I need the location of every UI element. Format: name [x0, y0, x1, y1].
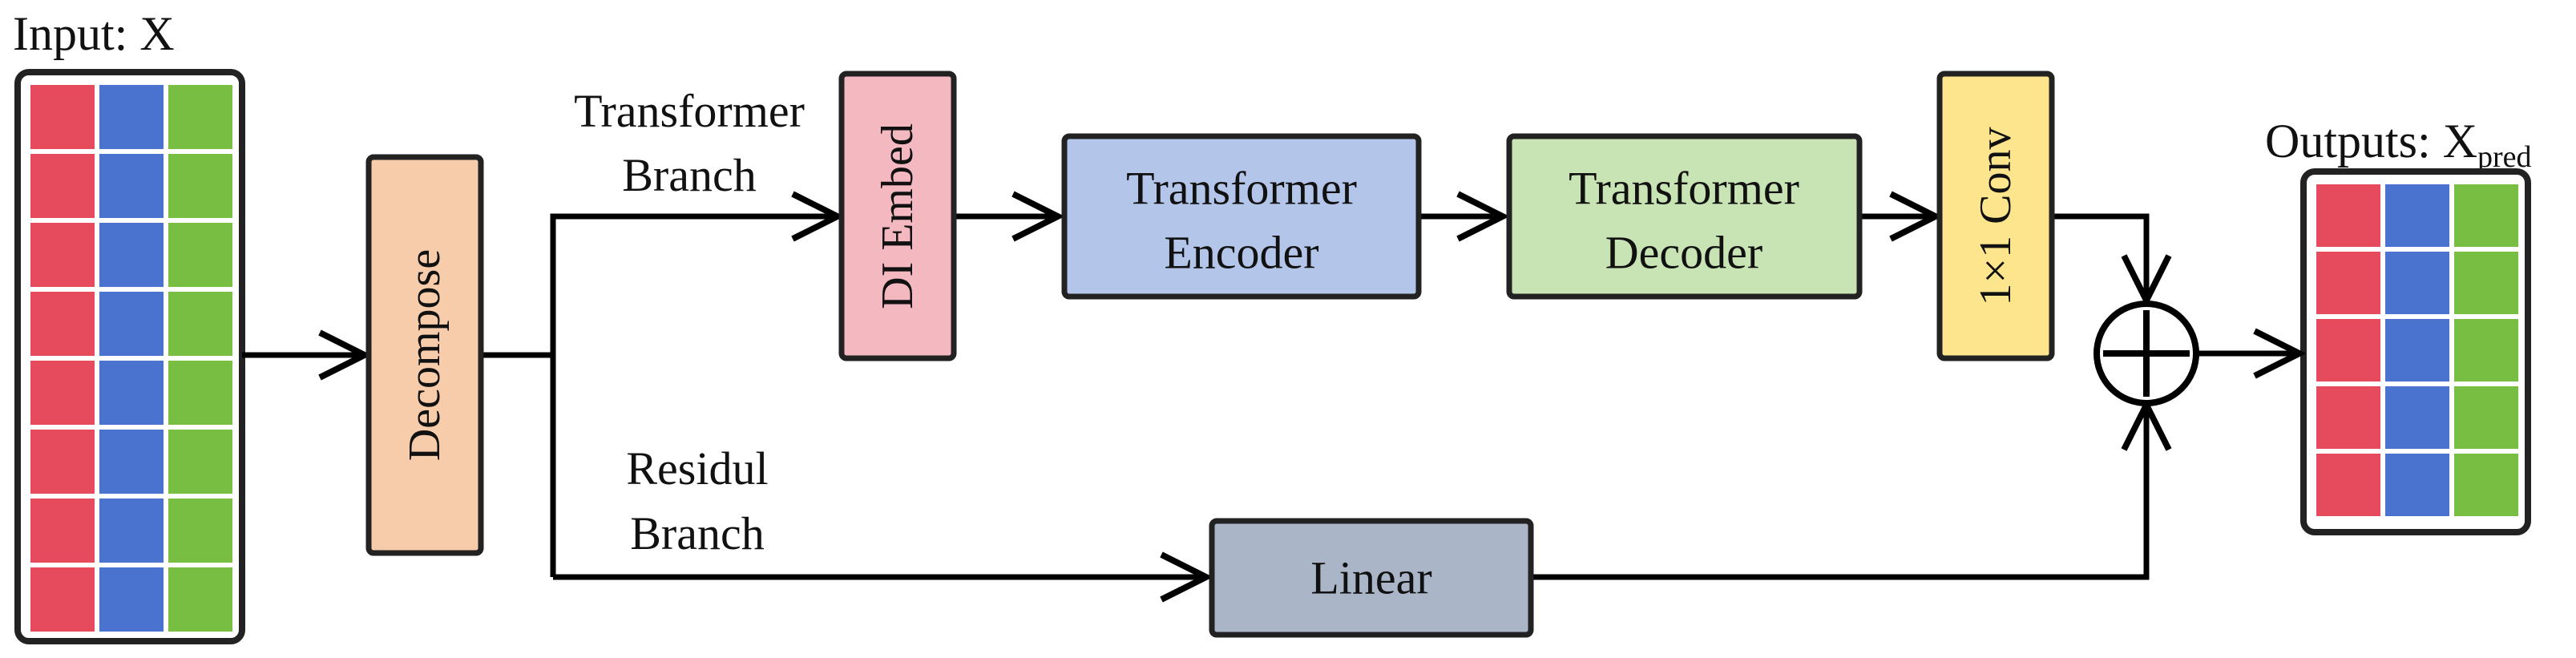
transformer-branch-label-line2: Branch: [622, 149, 757, 201]
input-matrix-cell: [168, 223, 232, 287]
input-matrix-cell: [30, 292, 95, 356]
transformer-branch-label-line1: Transformer: [574, 85, 805, 137]
output-matrix-cell: [2454, 319, 2518, 381]
input-label: Input: X: [13, 7, 175, 60]
input-matrix-cell: [30, 154, 95, 218]
decoder-label-line2: Decoder: [1605, 227, 1762, 279]
conv-block: 1×1 Conv: [1936, 71, 2055, 361]
output-matrix-cell: [2385, 319, 2449, 381]
wire-linear-sum: [1531, 405, 2146, 580]
input-matrix-cell: [168, 154, 232, 218]
residual-branch-label-line2: Branch: [630, 507, 765, 559]
input-matrix: [14, 69, 245, 644]
input-matrix-cell: [99, 85, 164, 149]
input-matrix-cell: [30, 567, 95, 632]
input-matrix-cell: [30, 499, 95, 563]
input-matrix-cell: [168, 430, 232, 494]
output-matrix-cell: [2385, 252, 2449, 314]
output-matrix-cell: [2454, 184, 2518, 247]
transformer-encoder-block: Transformer Encoder: [1061, 133, 1422, 300]
decompose-label: Decompose: [400, 249, 450, 461]
output-label: Outputs: Xpred: [2265, 115, 2532, 174]
decoder-label-line1: Transformer: [1569, 163, 1799, 215]
output-matrix-cell: [2316, 184, 2380, 247]
output-matrix-cell: [2454, 454, 2518, 516]
input-matrix-cell: [30, 430, 95, 494]
output-matrix: [2300, 168, 2531, 535]
output-matrix-cell: [2316, 319, 2380, 381]
input-matrix-cell: [168, 499, 232, 563]
di-embed-label: DI Embed: [873, 123, 923, 309]
connections: [242, 216, 2299, 577]
output-matrix-cell: [2385, 184, 2449, 247]
input-matrix-cell: [99, 567, 164, 632]
wire-transformer-branch: [550, 216, 838, 577]
input-matrix-cell: [99, 361, 164, 425]
output-matrix-cell: [2316, 454, 2380, 516]
encoder-label-line1: Transformer: [1126, 163, 1357, 215]
input-matrix-cell: [99, 223, 164, 287]
input-matrix-cell: [99, 292, 164, 356]
output-matrix-cell: [2316, 386, 2380, 449]
output-matrix-cell: [2454, 252, 2518, 314]
input-matrix-cell: [168, 567, 232, 632]
output-matrix-cell: [2316, 252, 2380, 314]
input-matrix-cell: [99, 499, 164, 563]
encoder-label-line2: Encoder: [1164, 227, 1318, 279]
wire-conv-sum: [2052, 213, 2146, 301]
input-matrix-cell: [99, 430, 164, 494]
decompose-block: Decompose: [365, 154, 484, 556]
output-matrix-cell: [2385, 454, 2449, 516]
linear-label: Linear: [1310, 552, 1431, 604]
residual-branch-label-line1: Residul: [626, 442, 768, 495]
output-matrix-cell: [2454, 386, 2518, 449]
conv-label: 1×1 Conv: [1971, 127, 2021, 306]
input-matrix-cell: [30, 361, 95, 425]
input-matrix-cell: [99, 154, 164, 218]
transformer-decoder-block: Transformer Decoder: [1506, 133, 1863, 300]
output-matrix-cell: [2385, 386, 2449, 449]
circle-plus-icon: [2094, 301, 2199, 406]
linear-block: Linear: [1209, 518, 1534, 638]
input-matrix-cell: [30, 85, 95, 149]
di-embed-block: DI Embed: [838, 71, 957, 361]
input-matrix-cell: [168, 361, 232, 425]
input-matrix-cell: [168, 292, 232, 356]
input-matrix-cell: [30, 223, 95, 287]
input-matrix-cell: [168, 85, 232, 149]
